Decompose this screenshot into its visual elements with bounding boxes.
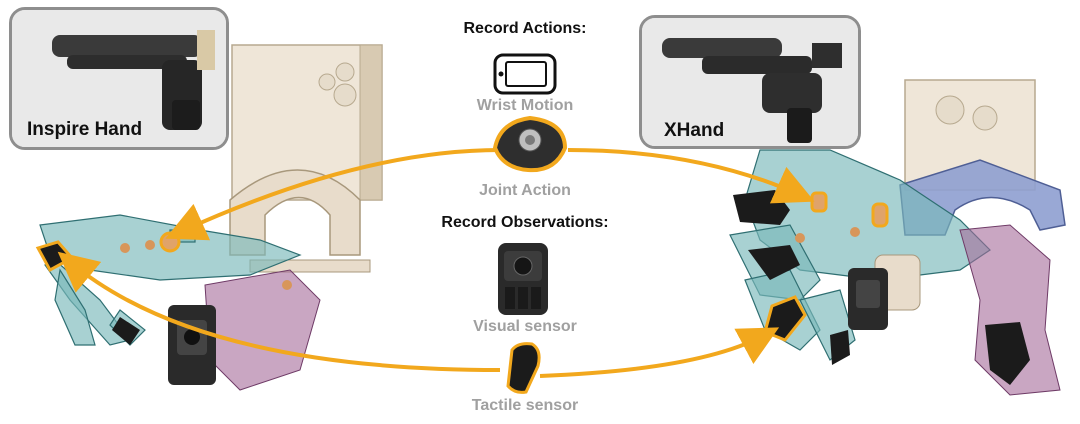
xhand-photo [642, 18, 858, 146]
left-phone-mount [229, 44, 383, 273]
inspire-hand-photo-panel: Inspire Hand [9, 7, 229, 150]
tactile-sensor-icon [506, 342, 541, 394]
tactile-sensor-label: Tactile sensor [471, 397, 579, 414]
xhand-photo-panel: XHand [639, 15, 861, 149]
left-wrist-assembly [168, 269, 321, 391]
right-wrist-assembly [848, 224, 1061, 396]
joint-action-right-arrow [567, 148, 815, 204]
joint-action-label: Joint Action [479, 182, 571, 199]
joint-action-left-arrow [165, 148, 501, 241]
right-joint-highlight-2 [871, 202, 889, 228]
record-observations-heading: Record Observations: [441, 214, 609, 231]
tactile-left-arrow [57, 251, 501, 372]
phone-icon [493, 53, 557, 95]
left-fingertip-pad [112, 317, 140, 345]
right-joint-highlight-1 [810, 191, 828, 213]
flow-arrows [57, 148, 815, 378]
tactile-right-arrow [539, 327, 780, 378]
wrist-motion-label: Wrist Motion [476, 97, 574, 114]
record-actions-heading: Record Actions: [463, 20, 587, 37]
left-joint-highlight [159, 231, 181, 253]
inspire-hand-label: Inspire Hand [27, 119, 143, 140]
visual-sensor-label: Visual sensor [473, 318, 577, 335]
camera-sensor-icon [498, 243, 548, 315]
xhand-label: XHand [664, 120, 725, 141]
joint-actuator-icon [492, 115, 568, 173]
inspire-hand-photo [12, 10, 226, 147]
